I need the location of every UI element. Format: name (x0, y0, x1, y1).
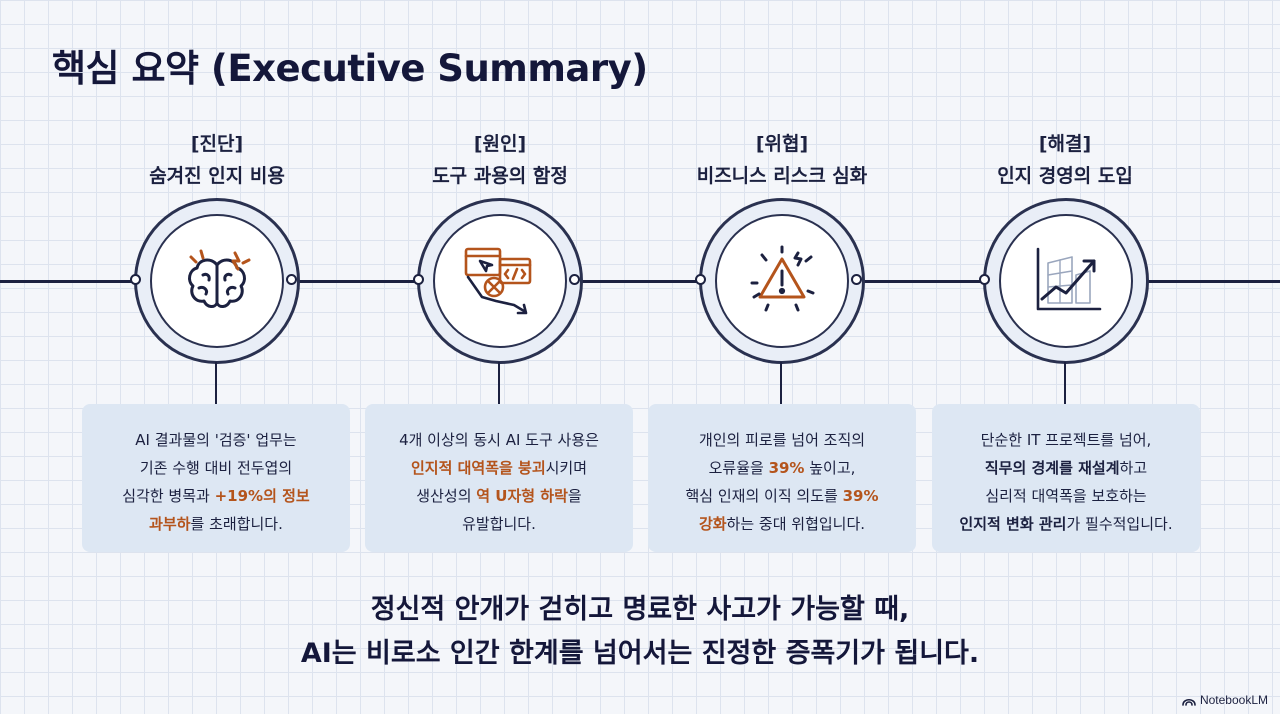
conclusion: 정신적 안개가 걷히고 명료한 사고가 가능할 때, AI는 비로소 인간 한계… (0, 588, 1280, 676)
card-text: 가 필수적입니다. (1066, 515, 1173, 533)
card-line: 개인의 피로를 넘어 조직의 (658, 426, 906, 454)
stage-heading: [원인] 도구 과용의 함정 (358, 128, 642, 192)
card-text: 4개 이상의 동시 AI 도구 사용은 (399, 431, 599, 449)
brain-icon (150, 214, 284, 348)
timeline-node (286, 274, 297, 285)
growth-chart-icon (999, 214, 1133, 348)
brand-badge: NotebookLM (1182, 693, 1268, 707)
card-highlight: 인지적 변화 관리 (959, 515, 1067, 533)
card-text: AI 결과물의 '검증' 업무는 (135, 431, 297, 449)
connector-stem (780, 362, 782, 406)
stage-tag: [위협] (755, 133, 809, 155)
card-highlight: 직무의 경계를 재설계 (984, 459, 1120, 477)
stage-icon-ring (134, 198, 300, 364)
card-line: 4개 이상의 동시 AI 도구 사용은 (375, 426, 623, 454)
card-line: 생산성의 역 U자형 하락을 (375, 482, 623, 510)
notebooklm-logo-icon (1182, 694, 1196, 706)
card-text: 오류율을 (708, 459, 769, 477)
card-text: 개인의 피로를 넘어 조직의 (698, 431, 866, 449)
card-text: 기존 수행 대비 전두엽의 (139, 459, 293, 477)
timeline-node (851, 274, 862, 285)
card-line: AI 결과물의 '검증' 업무는 (92, 426, 340, 454)
card-text: 유발합니다. (462, 515, 536, 533)
card-text: 생산성의 (416, 487, 477, 505)
connector-stem (215, 362, 217, 406)
card-line: 인지적 대역폭을 붕괴시키며 (375, 454, 623, 482)
card-text: 심리적 대역폭을 보호하는 (985, 487, 1147, 505)
card-line: 단순한 IT 프로젝트를 넘어, (942, 426, 1190, 454)
card-line: 과부하를 초래합니다. (92, 510, 340, 538)
timeline-node (130, 274, 141, 285)
tool-windows-icon (433, 214, 567, 348)
stage-tag: [원인] (473, 133, 527, 155)
card-text: 하고 (1119, 459, 1148, 477)
conclusion-line-1: 정신적 안개가 걷히고 명료한 사고가 가능할 때, (370, 594, 910, 625)
timeline-line (0, 280, 1280, 283)
stage-icon-ring (699, 198, 865, 364)
stage-title: 비즈니스 리스크 심화 (696, 165, 868, 187)
card-line: 핵심 인재의 이직 의도를 39% (658, 482, 906, 510)
card-line: 심각한 병목과 +19%의 정보 (92, 482, 340, 510)
card-text: 시키며 (545, 459, 588, 477)
card-text: 높이고, (804, 459, 856, 477)
card-line: 직무의 경계를 재설계하고 (942, 454, 1190, 482)
stage-heading: [해결] 인지 경영의 도입 (923, 128, 1207, 192)
stage-title: 숨겨진 인지 비용 (149, 165, 285, 187)
card-text: 핵심 인재의 이직 의도를 (685, 487, 843, 505)
card-line: 인지적 변화 관리가 필수적입니다. (942, 510, 1190, 538)
card-highlight: 39% (768, 459, 805, 477)
stage-heading: [진단] 숨겨진 인지 비용 (75, 128, 359, 192)
card-line: 유발합니다. (375, 510, 623, 538)
stage-tag: [해결] (1038, 133, 1092, 155)
card-text: 단순한 IT 프로젝트를 넘어, (980, 431, 1152, 449)
card-text: 하는 중대 위협입니다. (726, 515, 866, 533)
card-text: 심각한 병목과 (122, 487, 215, 505)
card-highlight: 역 U자형 하락 (476, 487, 568, 505)
card-highlight: 39% (842, 487, 879, 505)
connector-stem (1064, 362, 1066, 406)
card-highlight: 인지적 대역폭을 붕괴 (410, 459, 546, 477)
card-highlight: 강화 (698, 515, 727, 533)
card-highlight: +19%의 정보 (214, 487, 310, 505)
timeline-node (413, 274, 424, 285)
stage-title: 인지 경영의 도입 (997, 165, 1133, 187)
brand-name: NotebookLM (1199, 693, 1268, 707)
card-text: 을 (567, 487, 582, 505)
timeline-node (695, 274, 706, 285)
timeline-node (569, 274, 580, 285)
card-line: 기존 수행 대비 전두엽의 (92, 454, 340, 482)
stage-heading: [위협] 비즈니스 리스크 심화 (640, 128, 924, 192)
conclusion-line-2: AI는 비로소 인간 한계를 넘어서는 진정한 증폭기가 됩니다. (300, 638, 980, 669)
card-line: 심리적 대역폭을 보호하는 (942, 482, 1190, 510)
warning-icon (715, 214, 849, 348)
page-title: 핵심 요약 (Executive Summary) (52, 47, 648, 90)
card-line: 오류율을 39% 높이고, (658, 454, 906, 482)
stage-icon-ring (983, 198, 1149, 364)
stage-tag: [진단] (190, 133, 244, 155)
timeline-node (979, 274, 990, 285)
stage-icon-ring (417, 198, 583, 364)
card-line: 강화하는 중대 위협입니다. (658, 510, 906, 538)
card-highlight: 과부하 (149, 515, 191, 533)
connector-stem (498, 362, 500, 406)
stage-title: 도구 과용의 함정 (432, 165, 568, 187)
card-text: 를 초래합니다. (190, 515, 283, 533)
